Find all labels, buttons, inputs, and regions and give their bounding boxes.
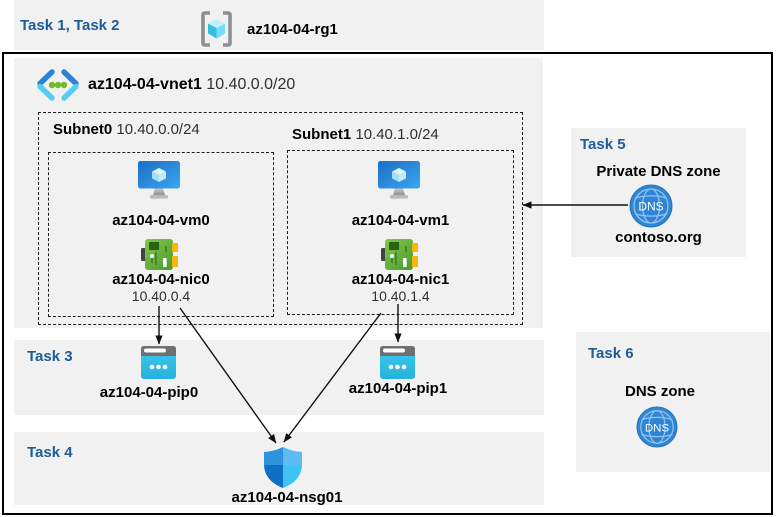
nic1-label: az104-04-nic1 bbox=[351, 271, 450, 288]
subnet1-cidr: 10.40.1.0/24 bbox=[355, 126, 439, 143]
nic1-icon bbox=[381, 239, 418, 270]
resource-group-name: az104-04-rg1 bbox=[247, 21, 338, 38]
nic0-label: az104-04-nic0 bbox=[112, 271, 210, 288]
pip0-label: az104-04-pip0 bbox=[99, 384, 199, 401]
vm0-label: az104-04-vm0 bbox=[112, 212, 210, 229]
vm1-label: az104-04-vm1 bbox=[351, 212, 450, 229]
dns-zone-title: DNS zone bbox=[624, 383, 695, 400]
pip1-label: az104-04-pip1 bbox=[348, 380, 448, 397]
vnet-panel bbox=[14, 58, 543, 328]
task3-band: Task 3 bbox=[14, 340, 544, 415]
task5-label: Task 5 bbox=[580, 136, 626, 153]
subnet0-label: Subnet0 10.40.0.0/24 bbox=[53, 121, 200, 138]
nsg-label: az104-04-nsg01 bbox=[231, 489, 343, 506]
vm0-icon bbox=[138, 161, 180, 199]
subnet0-box: az104-04-vm0 az104-04-nic0 10.40.0.4 bbox=[48, 152, 274, 317]
nic0-ip: 10.40.0.4 bbox=[131, 288, 191, 304]
private-dns-icon: DNS bbox=[629, 184, 673, 228]
vnet-name: az104-04-vnet1 bbox=[88, 76, 202, 93]
subnet1-box: az104-04-vm1 az104-04-nic1 10.40.1.4 bbox=[287, 150, 514, 315]
vnet-title: az104-04-vnet1 10.40.0.0/20 bbox=[88, 76, 295, 94]
pip0-icon bbox=[141, 346, 176, 379]
task6-label: Task 6 bbox=[588, 345, 634, 362]
nsg-shield-icon bbox=[264, 447, 302, 488]
dns-zone-icon: DNS bbox=[636, 406, 678, 448]
task1-2-label: Task 1, Task 2 bbox=[20, 17, 120, 34]
task4-label: Task 4 bbox=[27, 444, 73, 461]
subnets-wrapper-box bbox=[38, 112, 523, 325]
vnet-cidr: 10.40.0.0/20 bbox=[206, 76, 296, 93]
task6-box: Task 6 DNS zone DNS bbox=[576, 332, 770, 472]
dns-zone-icon-text: DNS bbox=[645, 422, 670, 434]
private-dns-icon-text: DNS bbox=[638, 200, 663, 214]
private-dns-zone-title: Private DNS zone bbox=[596, 163, 721, 180]
subnet0-cidr: 10.40.0.0/24 bbox=[116, 121, 200, 138]
task3-label: Task 3 bbox=[27, 348, 73, 365]
virtual-network-icon bbox=[37, 69, 79, 101]
subnet1-name: Subnet1 bbox=[292, 126, 352, 143]
task5-box: Task 5 Private DNS zone DNS contoso.org bbox=[571, 128, 746, 257]
pip1-icon bbox=[380, 346, 415, 379]
private-dns-zone-name: contoso.org bbox=[615, 229, 702, 246]
subnet1-label: Subnet1 10.40.1.0/24 bbox=[292, 126, 439, 143]
nic1-ip: 10.40.1.4 bbox=[371, 288, 430, 304]
vm1-icon bbox=[378, 161, 420, 199]
resource-group-icon bbox=[201, 11, 232, 47]
subnet0-name: Subnet0 bbox=[53, 121, 113, 138]
task1-2-band: Task 1, Task 2 bbox=[14, 0, 544, 50]
nic0-icon bbox=[141, 239, 178, 270]
